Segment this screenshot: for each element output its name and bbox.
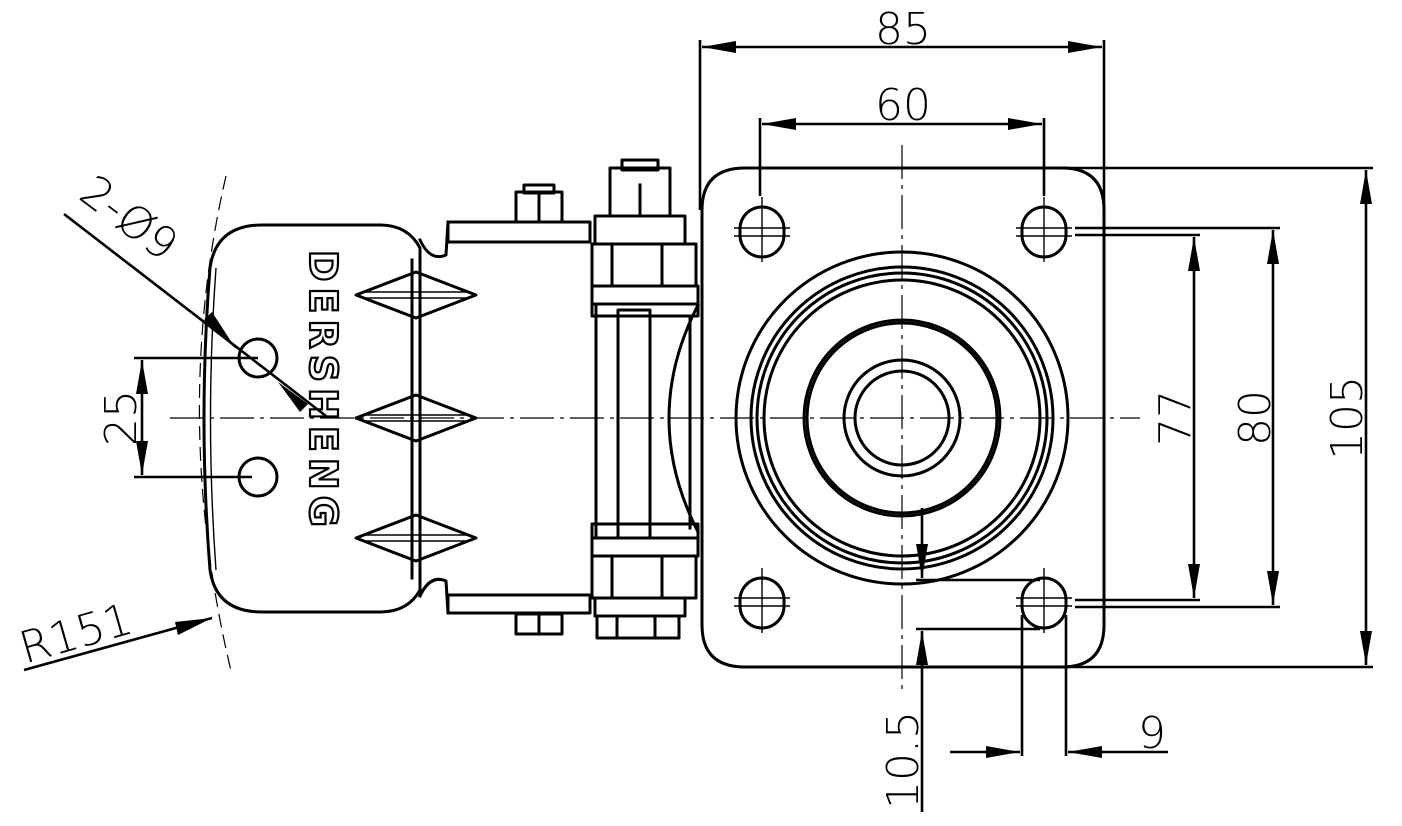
dim-label-105: 105 <box>1322 376 1373 460</box>
dim-label-r151: R151 <box>14 594 138 675</box>
mounting-hole-bl <box>734 568 790 633</box>
dim-label-77: 77 <box>1150 390 1201 446</box>
brand-text: DERSHENG <box>301 250 345 533</box>
dim-hole-spacing-y-inner: 77 <box>1075 233 1201 602</box>
dim-slot-width: 9 <box>950 615 1168 759</box>
dim-brake-holes-leader: 2-Ø9 <box>63 166 327 418</box>
pedal-ridges <box>354 258 478 580</box>
dim-label-9: 9 <box>1138 708 1166 759</box>
brake-pedal <box>202 223 422 614</box>
mounting-hole-br <box>1016 568 1072 633</box>
wheel-arc <box>667 302 701 535</box>
dim-brake-radius: R151 <box>14 594 213 675</box>
dim-label-60: 60 <box>875 80 931 131</box>
mounting-hole-tr <box>1016 197 1072 262</box>
dim-plate-width: 85 <box>698 4 1106 210</box>
dim-brake-hole-spacing: 25 <box>96 356 258 479</box>
dim-label-10-5: 10.5 <box>878 711 929 809</box>
radius-arc <box>198 175 233 676</box>
caster-side-assembly: DERSHENG <box>202 158 701 640</box>
dim-plate-length: 105 <box>1060 166 1373 669</box>
dim-slot-offset: 10.5 <box>878 508 1040 812</box>
dim-label-80: 80 <box>1230 390 1281 446</box>
dim-hole-spacing-x: 60 <box>758 80 1046 196</box>
dim-hole-spacing-y-outer: 80 <box>1075 226 1281 609</box>
dim-label-2-dia-9: 2-Ø9 <box>70 166 187 272</box>
dim-label-85: 85 <box>875 4 931 55</box>
dim-label-25: 25 <box>96 390 147 446</box>
mounting-hole-tl <box>734 197 790 262</box>
top-plate <box>170 145 1140 690</box>
brake-arm <box>446 220 592 244</box>
kingpin-stack <box>590 158 700 640</box>
